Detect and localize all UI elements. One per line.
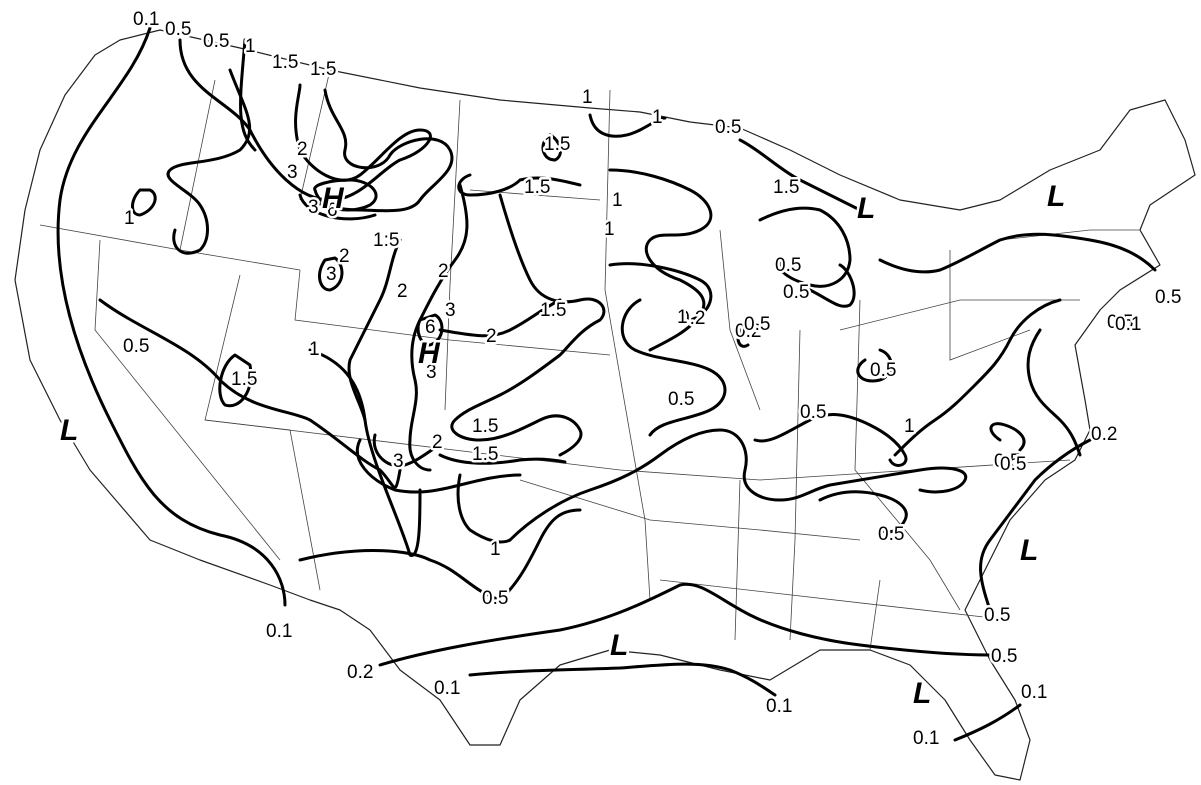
- contour-label: 0.5: [984, 605, 1010, 626]
- contour-label: 2: [397, 281, 408, 302]
- contour-label: 3: [393, 451, 404, 472]
- contour-label: 0.5: [123, 336, 149, 357]
- contour-label: 3: [326, 264, 337, 285]
- contour-label: 0.2: [679, 308, 705, 329]
- contour-label: 1:5: [373, 230, 399, 251]
- contour-label: 1: [245, 36, 256, 57]
- contour-label: 0.5: [482, 588, 508, 609]
- contour-label: 0.5: [1107, 312, 1133, 333]
- contour-label: 0.5: [800, 402, 826, 423]
- low-center-marker: L: [1047, 180, 1065, 213]
- contour-label: 0.5: [878, 524, 904, 545]
- contour-label: 0.5: [715, 117, 741, 138]
- contour-label: 0.5: [1000, 454, 1026, 475]
- contour-label: 6: [425, 317, 436, 338]
- contour-label: 1.5: [544, 134, 570, 155]
- contour-label: 0.5: [165, 19, 191, 40]
- contour-label: 0.1: [434, 678, 460, 699]
- contour-label: 0.1: [1115, 314, 1141, 335]
- contour-label: 2: [438, 261, 449, 282]
- contour-label: 0.1: [1021, 682, 1047, 703]
- contour-label: 0.5: [783, 282, 809, 303]
- contour-label: 0.1: [913, 728, 939, 749]
- contour-label: 0.2: [1091, 424, 1117, 445]
- contour-label: 0.5: [744, 314, 770, 335]
- isolines: [56, 26, 1157, 742]
- contour-label: 0.2: [735, 321, 761, 342]
- contour-label: 0.1: [266, 621, 292, 642]
- contour-label: 1.5: [540, 300, 566, 321]
- contour-label: 2: [297, 139, 308, 160]
- low-center-marker: L: [1020, 534, 1038, 567]
- contour-label: 6: [327, 200, 338, 221]
- contour-label: 0.5: [991, 646, 1017, 667]
- contour-label: 3: [445, 300, 456, 321]
- center-markers: H H L L L L L L: [58, 178, 1068, 713]
- contour-label: 3: [308, 197, 319, 218]
- contour-label: 1: [124, 208, 135, 229]
- contour-label: 0.5: [994, 451, 1020, 472]
- contour-label: 1.5: [524, 177, 550, 198]
- contour-label: 1.5: [310, 59, 336, 80]
- contour-label: 1.5: [272, 52, 298, 73]
- contour-label: 1.5: [773, 177, 799, 198]
- contour-label: 0.5: [203, 31, 229, 52]
- contour-label: 1: [604, 219, 615, 240]
- contour-label: 3: [287, 162, 298, 183]
- contour-label: 0.5: [870, 360, 896, 381]
- contour-label: 2: [339, 246, 350, 267]
- contour-label: 1: [490, 539, 501, 560]
- contour-label: 2: [486, 326, 497, 347]
- low-center-marker: L: [610, 629, 628, 662]
- contour-label: 1.5: [472, 444, 498, 465]
- low-center-marker: L: [857, 192, 875, 225]
- country-outline: [14, 29, 1196, 781]
- contour-label: 0.5: [775, 255, 801, 276]
- contour-label: 1: [652, 107, 663, 128]
- low-center-marker: L: [913, 677, 931, 710]
- contour-label: 0.5: [1155, 287, 1181, 308]
- contour-label: 0.1: [766, 696, 792, 717]
- high-center-marker: H: [418, 337, 441, 370]
- contour-label: 1.5: [472, 416, 498, 437]
- contour-label: 1: [582, 87, 593, 108]
- contour-label: 0.1: [133, 9, 159, 30]
- contour-label: 2: [432, 432, 443, 453]
- contour-label: 1: [904, 416, 915, 437]
- low-center-marker: L: [60, 414, 78, 447]
- contour-label: 0.5: [668, 389, 694, 410]
- contour-label: 0.2: [347, 662, 373, 683]
- contour-label: 3: [426, 362, 437, 383]
- contour-label: 1: [309, 339, 320, 360]
- contour-label: 1.5: [231, 369, 257, 390]
- contour-label: 1: [612, 190, 623, 211]
- high-center-marker: H: [322, 182, 345, 215]
- contour-label: 1: [677, 307, 688, 328]
